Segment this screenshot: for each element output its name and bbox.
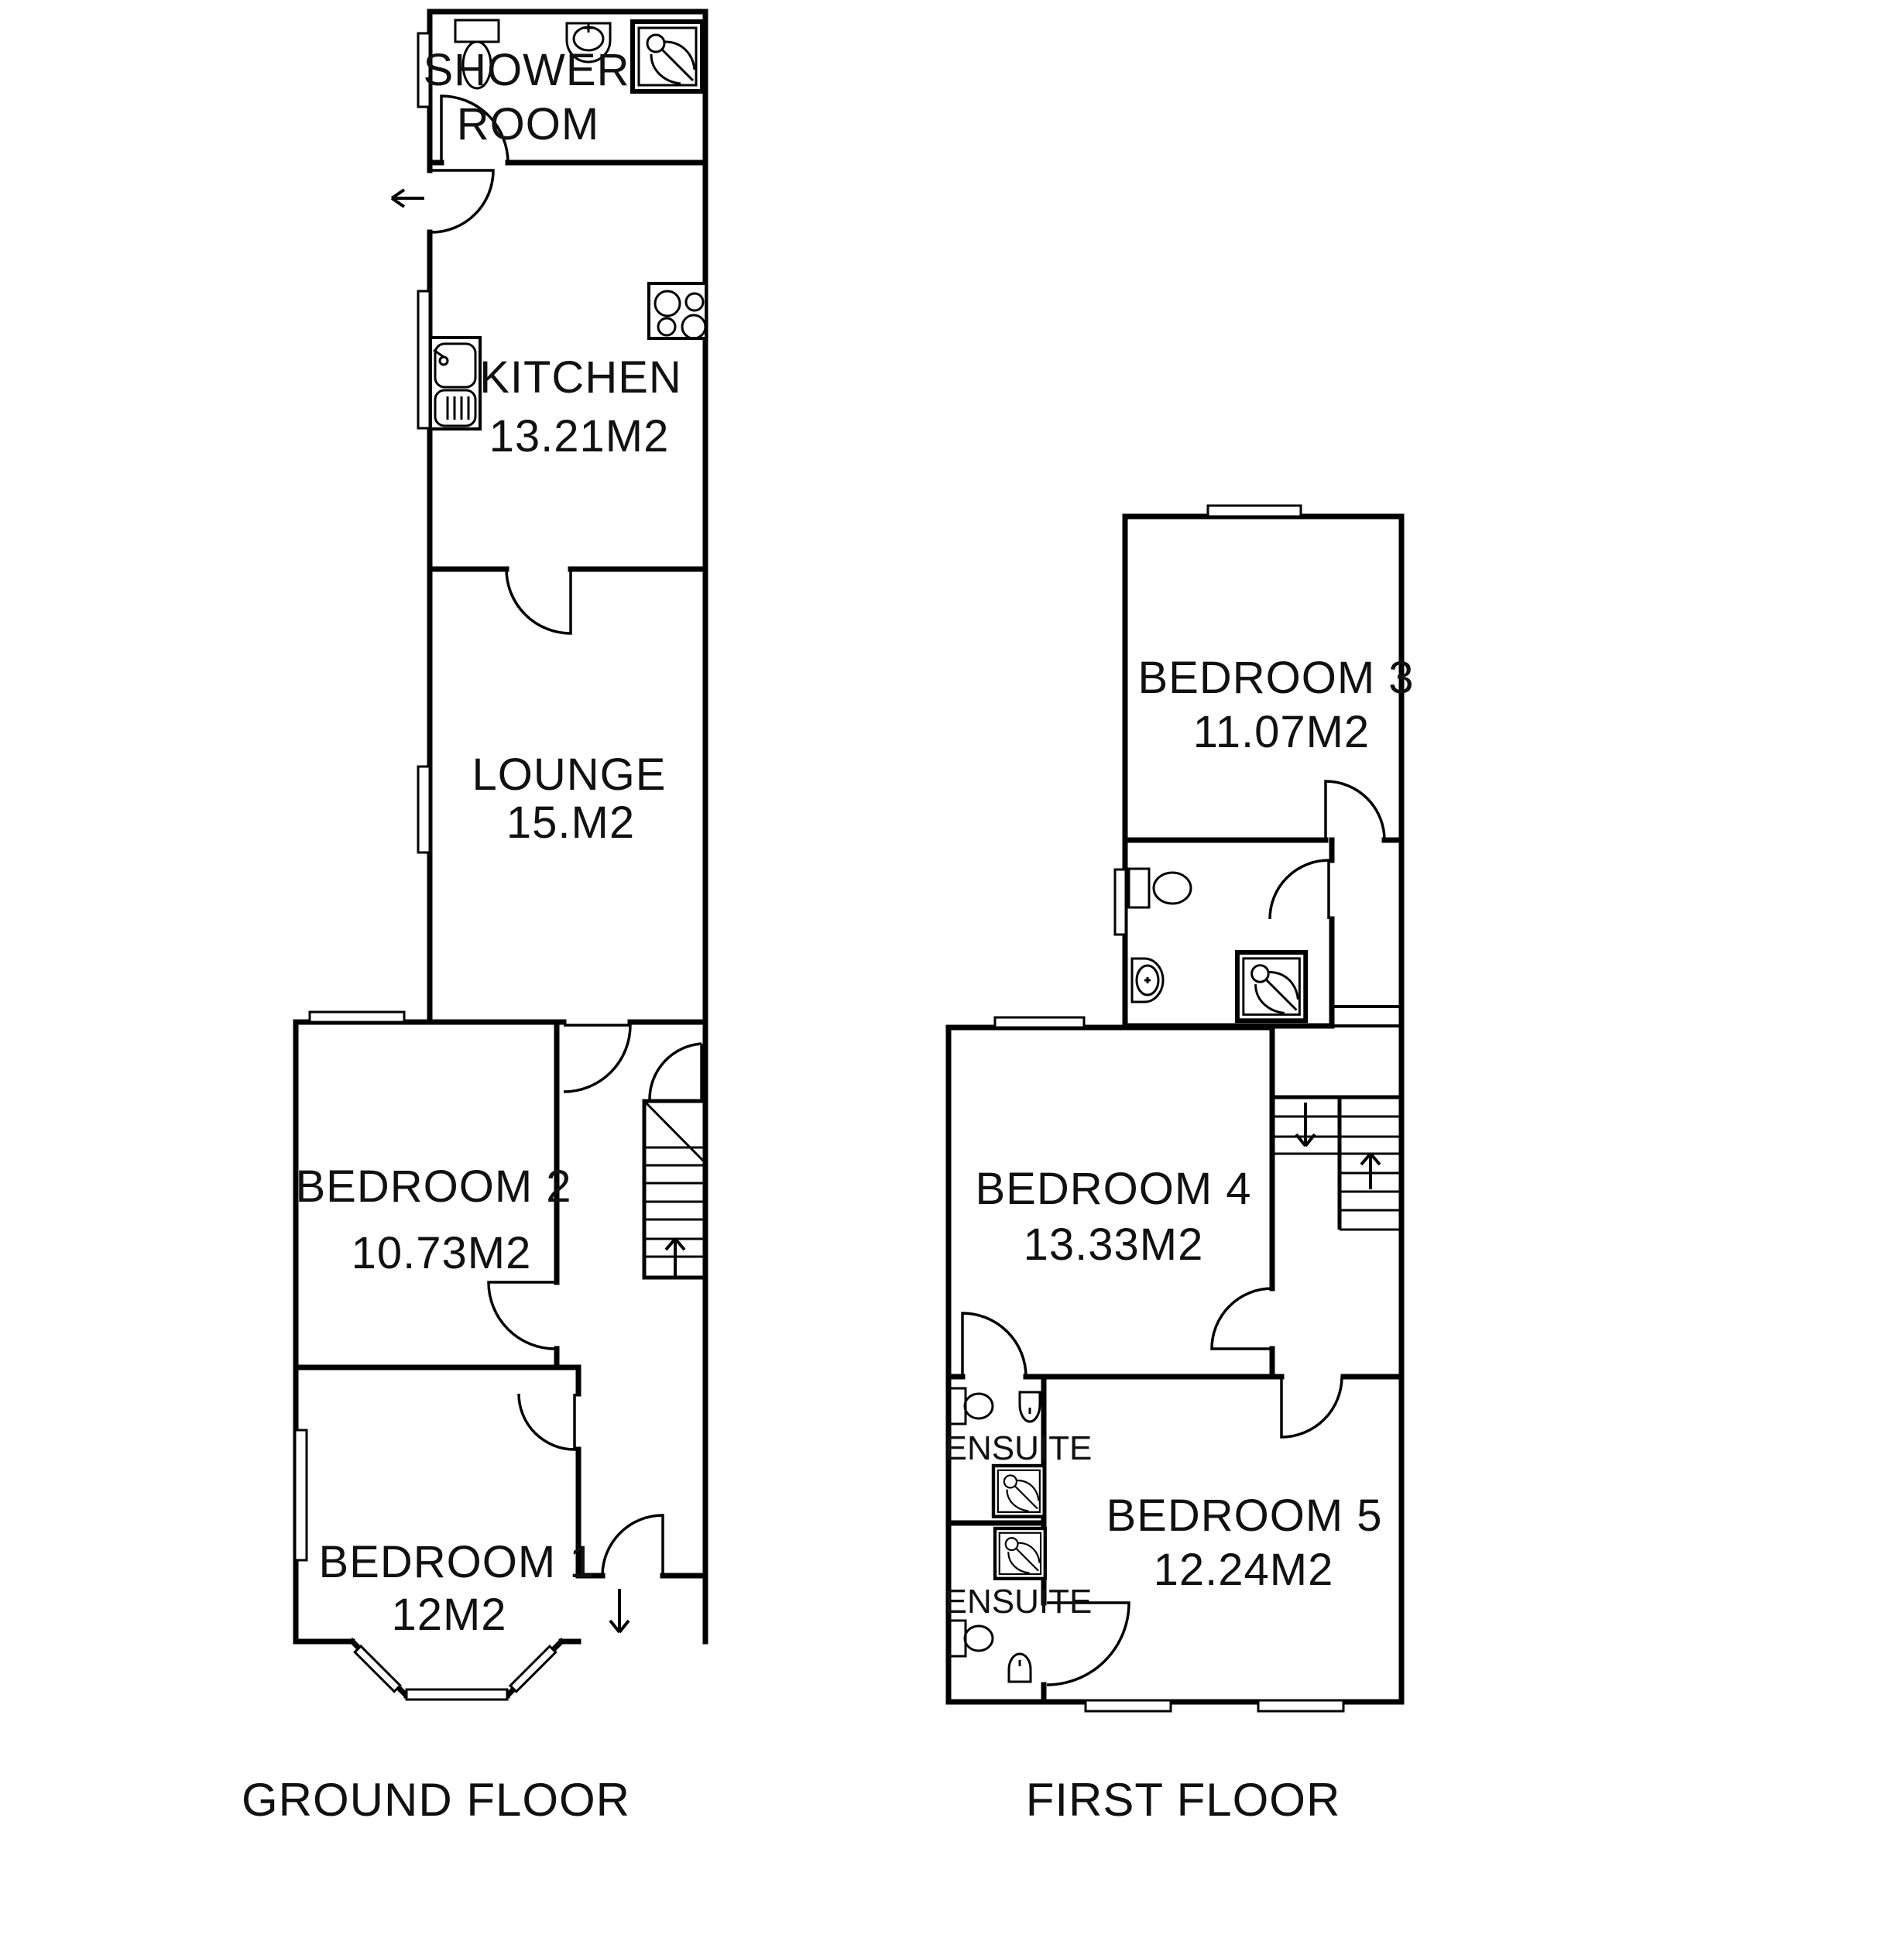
door-arc (1046, 1601, 1130, 1686)
room-label: ROOM (457, 99, 599, 149)
first-floor-windows (993, 504, 1345, 1713)
window (417, 32, 431, 108)
kitchen-fixtures (429, 282, 708, 431)
first-floor-doors (961, 780, 1386, 1686)
ensuite-top-fixtures (949, 1387, 1045, 1517)
sink-icon (1007, 1652, 1032, 1683)
ensuite-label: ENSUITE (945, 1429, 1093, 1467)
toilet-icon (1127, 867, 1192, 909)
sink-icon (1130, 957, 1165, 1003)
room-label: BEDROOM 3 (1137, 653, 1414, 703)
floor-label-first: FIRST FLOOR (1026, 1774, 1341, 1826)
stairs-down-arrow (1295, 1103, 1316, 1147)
room-label: BEDROOM 2 (295, 1161, 571, 1212)
shower-tray-icon (993, 1466, 1045, 1517)
window (353, 1644, 403, 1693)
room-label: LOUNGE (472, 750, 667, 800)
staircase-ground (642, 1099, 708, 1280)
toilet-icon (949, 1387, 994, 1425)
shower-tray-icon (633, 22, 702, 91)
window (1084, 1699, 1172, 1713)
door-arc (487, 1281, 556, 1350)
window (417, 290, 431, 430)
staircase-first (1272, 1095, 1401, 1231)
toilet-icon (949, 1619, 994, 1658)
ground-floor-walls (293, 9, 708, 1700)
window (1206, 504, 1302, 518)
exit-arrow (390, 188, 424, 208)
stairs-up-arrow (664, 1237, 686, 1276)
sink-icon (1018, 1391, 1041, 1423)
window (405, 1688, 509, 1701)
window (508, 1644, 557, 1693)
door-arc (961, 1312, 1027, 1377)
window (993, 1016, 1086, 1029)
kitchen-sink-icon (429, 336, 482, 431)
room-area: 10.73M2 (352, 1228, 532, 1278)
hob-icon (647, 282, 708, 340)
window (1257, 1699, 1345, 1713)
room-area: 12.24M2 (1154, 1545, 1334, 1595)
entrance-arrow (609, 1589, 630, 1634)
door-arc (601, 1514, 664, 1576)
room-label: BEDROOM 4 (975, 1164, 1251, 1214)
window (417, 765, 431, 854)
sink-icon (565, 22, 612, 63)
ensuite-label: ENSUITE (945, 1583, 1093, 1621)
door-arc (431, 169, 495, 234)
first-floor-plan: BEDROOM 3 11.07M2 BEDROOM 4 13.33M2 BEDR… (945, 504, 1414, 1826)
window (1113, 868, 1127, 936)
room-label: BEDROOM 1 (318, 1537, 595, 1587)
door-arc (563, 1024, 632, 1093)
ground-floor-doors (431, 94, 703, 1576)
ground-floor-plan: SHOWER ROOM KITCHEN 13.21M2 LOUNGE 15.M2… (242, 9, 708, 1826)
door-arc (1210, 1287, 1273, 1350)
stairs-up-arrow (1360, 1152, 1381, 1189)
shower-room-fixtures (454, 19, 702, 91)
door-arc (505, 568, 572, 635)
room-area: 13.33M2 (1024, 1219, 1204, 1270)
bathroom-fixtures (1127, 867, 1305, 1021)
shower-tray-icon (1237, 952, 1305, 1021)
floor-label-ground: GROUND FLOOR (242, 1774, 630, 1826)
window (308, 1010, 406, 1024)
stair-bulkhead (1332, 1005, 1401, 1027)
room-area: 11.07M2 (1193, 707, 1370, 757)
door-arc (1324, 780, 1386, 841)
toilet-icon (454, 19, 500, 90)
door-arc (440, 94, 509, 163)
room-label: SHOWER (424, 45, 630, 95)
room-area: 15.M2 (506, 798, 635, 848)
ensuite-bottom-fixtures (949, 1528, 1045, 1683)
shower-tray-icon (995, 1528, 1045, 1579)
room-area: 13.21M2 (489, 411, 670, 461)
door-arc (517, 1393, 576, 1451)
door-arc (1280, 1376, 1343, 1439)
ground-floor-windows (293, 32, 557, 1701)
door-arc (648, 1042, 703, 1100)
room-label: BEDROOM 5 (1106, 1490, 1382, 1541)
window (293, 1429, 308, 1562)
room-label: KITCHEN (479, 352, 682, 403)
room-area: 12M2 (391, 1590, 506, 1640)
door-arc (1268, 859, 1330, 920)
